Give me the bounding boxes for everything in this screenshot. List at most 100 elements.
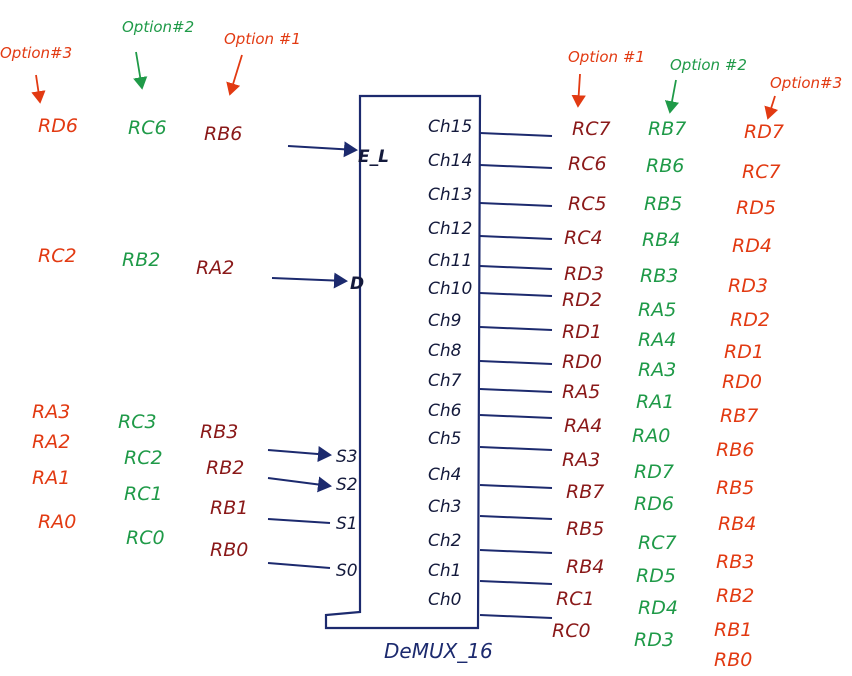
opt2-s1: RC1 bbox=[124, 483, 163, 505]
select-wire-s0 bbox=[267, 562, 331, 569]
opt1-s3: RB3 bbox=[200, 421, 238, 443]
right-option1-label: RB7 bbox=[566, 481, 604, 503]
opt2-s0: RC0 bbox=[126, 527, 165, 549]
right-option3-label: RB3 bbox=[716, 551, 754, 573]
output-wire-ch1 bbox=[479, 580, 553, 585]
right-option1-label: RD2 bbox=[562, 289, 602, 311]
header-arrow bbox=[31, 74, 46, 104]
header-arrow bbox=[664, 79, 680, 114]
output-wire-ch9 bbox=[479, 326, 553, 331]
enable-wire bbox=[287, 141, 358, 158]
right-option2-label: RD4 bbox=[638, 597, 678, 619]
right-option3-label: RB5 bbox=[716, 477, 754, 499]
right-option2-label: RB5 bbox=[644, 193, 682, 215]
channel-label-ch6: Ch6 bbox=[428, 401, 462, 421]
right-option1-label: RC1 bbox=[556, 588, 595, 610]
channel-label-ch14: Ch14 bbox=[428, 151, 472, 171]
channel-label-ch0: Ch0 bbox=[428, 590, 461, 610]
right-option1-label: RC6 bbox=[568, 153, 607, 175]
right-option3-label: RB7 bbox=[720, 405, 758, 427]
channel-label-ch11: Ch11 bbox=[428, 251, 472, 271]
pin-s2: S2 bbox=[336, 475, 358, 495]
output-wire-ch7 bbox=[479, 388, 553, 393]
select-wire-s2 bbox=[267, 476, 332, 493]
right-option3-label: RD0 bbox=[722, 371, 762, 393]
right-option1-label: RB5 bbox=[566, 518, 604, 540]
opt3-data: RC2 bbox=[38, 245, 77, 267]
opt3-enable: RD6 bbox=[38, 115, 78, 137]
right-option2-label: RD3 bbox=[634, 629, 674, 651]
opt3-s1: RA1 bbox=[32, 467, 70, 489]
channel-label-ch4: Ch4 bbox=[428, 465, 461, 485]
right-option2-label: RA5 bbox=[638, 299, 676, 321]
right-option2-label: RA3 bbox=[638, 359, 676, 381]
output-wire-ch5 bbox=[479, 446, 553, 451]
right-header-option2: Option #2 bbox=[670, 56, 747, 74]
channel-group: Ch15Ch14Ch13Ch12Ch11Ch10Ch9Ch8Ch7Ch6Ch5C… bbox=[428, 117, 472, 610]
output-wire-ch6 bbox=[479, 414, 553, 419]
data-wire bbox=[271, 272, 348, 289]
right-option3-label: RB2 bbox=[716, 585, 754, 607]
channel-label-ch2: Ch2 bbox=[428, 531, 461, 551]
opt2-data: RB2 bbox=[122, 249, 160, 271]
right-option3-label: RB0 bbox=[714, 649, 752, 671]
channel-label-ch15: Ch15 bbox=[428, 117, 472, 137]
left-header-option2: Option#2 bbox=[122, 18, 194, 36]
opt3-s3: RA3 bbox=[32, 401, 70, 423]
channel-label-ch3: Ch3 bbox=[428, 497, 461, 517]
select-wire-s3 bbox=[267, 446, 332, 463]
output-wire-ch11 bbox=[479, 265, 553, 270]
right-option2-label: RB4 bbox=[642, 229, 680, 251]
right-option1-label: RC4 bbox=[564, 227, 603, 249]
header-arrow bbox=[133, 51, 148, 90]
pin-s1: S1 bbox=[336, 514, 358, 534]
channel-label-ch10: Ch10 bbox=[428, 279, 472, 299]
right-option2-label: RD5 bbox=[636, 565, 676, 587]
pin-data: D bbox=[350, 274, 364, 294]
right-option2-label: RD6 bbox=[634, 493, 674, 515]
right-option1-label: RD3 bbox=[564, 263, 604, 285]
opt1-s0: RB0 bbox=[210, 539, 248, 561]
right-option2-label: RB7 bbox=[648, 118, 686, 140]
output-wire-group bbox=[479, 132, 553, 619]
right-option1-label: RC5 bbox=[568, 193, 607, 215]
pin-enable: E_L bbox=[358, 147, 389, 167]
header-arrow bbox=[571, 73, 586, 108]
right-option-group: RC7RC6RC5RC4RD3RD2RD1RD0RA5RA4RA3RB7RB5R… bbox=[552, 118, 784, 671]
channel-label-ch1: Ch1 bbox=[428, 561, 461, 581]
left-header-option1: Option #1 bbox=[224, 30, 301, 48]
right-option3-label: RB4 bbox=[718, 513, 756, 535]
right-option2-label: RB3 bbox=[640, 265, 678, 287]
right-option1-label: RA3 bbox=[562, 449, 600, 471]
demux-block bbox=[324, 94, 482, 630]
output-wire-ch4 bbox=[479, 484, 553, 489]
right-option2-label: RD7 bbox=[634, 461, 674, 483]
opt1-s1: RB1 bbox=[210, 497, 248, 519]
right-option3-label: RD2 bbox=[730, 309, 770, 331]
opt3-s2: RA2 bbox=[32, 431, 70, 453]
channel-label-ch13: Ch13 bbox=[428, 185, 472, 205]
pin-s0: S0 bbox=[336, 561, 358, 581]
output-wire-ch0 bbox=[479, 614, 553, 619]
right-option2-label: RA1 bbox=[636, 391, 674, 413]
channel-label-ch9: Ch9 bbox=[428, 311, 461, 331]
right-option1-label: RA4 bbox=[564, 415, 602, 437]
channel-label-ch5: Ch5 bbox=[428, 429, 461, 449]
opt1-s2: RB2 bbox=[206, 457, 244, 479]
right-option1-label: RB4 bbox=[566, 556, 604, 578]
channel-label-ch12: Ch12 bbox=[428, 219, 472, 239]
opt1-data: RA2 bbox=[196, 257, 234, 279]
opt2-s2: RC2 bbox=[124, 447, 163, 469]
channel-label-ch7: Ch7 bbox=[428, 371, 462, 391]
right-option2-label: RC7 bbox=[638, 532, 677, 554]
output-wire-ch10 bbox=[479, 292, 553, 297]
right-option1-label: RC0 bbox=[552, 620, 591, 642]
output-wire-ch13 bbox=[479, 202, 553, 207]
right-option3-label: RD7 bbox=[744, 121, 784, 143]
header-arrow bbox=[764, 95, 779, 120]
opt3-s0: RA0 bbox=[38, 511, 76, 533]
output-wire-ch14 bbox=[479, 164, 553, 169]
right-option3-label: RC7 bbox=[742, 161, 781, 183]
right-option1-label: RC7 bbox=[572, 118, 611, 140]
